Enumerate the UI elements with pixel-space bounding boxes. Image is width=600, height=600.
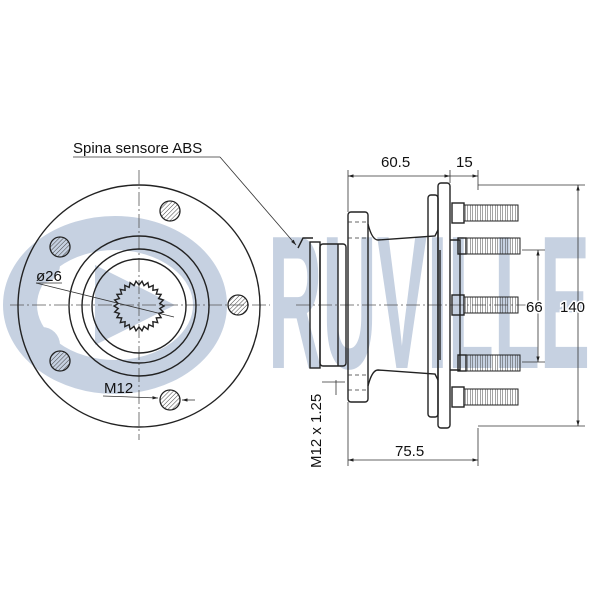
watermark-logo: RUVILLE bbox=[3, 197, 590, 409]
dim-flange-thickness: 15 bbox=[456, 154, 473, 171]
dim-flange-diameter: 140 bbox=[560, 299, 585, 316]
dim-hub-length: 60.5 bbox=[381, 154, 410, 171]
side-view bbox=[296, 182, 530, 429]
bolt-thread-label: M12 bbox=[104, 380, 133, 397]
spline-bore bbox=[112, 279, 166, 333]
dimensions: 60.5 15 140 66 75.5 M12 x 1.25 bbox=[308, 154, 587, 468]
dim-center-bore: 66 bbox=[526, 299, 543, 316]
abs-sensor-label: Spina sensore ABS bbox=[73, 140, 202, 157]
wheel-studs bbox=[451, 202, 521, 408]
front-view: ø26 M12 bbox=[10, 170, 270, 440]
dim-total-length: 75.5 bbox=[395, 443, 424, 460]
flange-thread-label: M12 x 1.25 bbox=[308, 394, 325, 468]
bore-diameter-label: ø26 bbox=[36, 268, 62, 285]
bolt-holes bbox=[49, 200, 249, 411]
